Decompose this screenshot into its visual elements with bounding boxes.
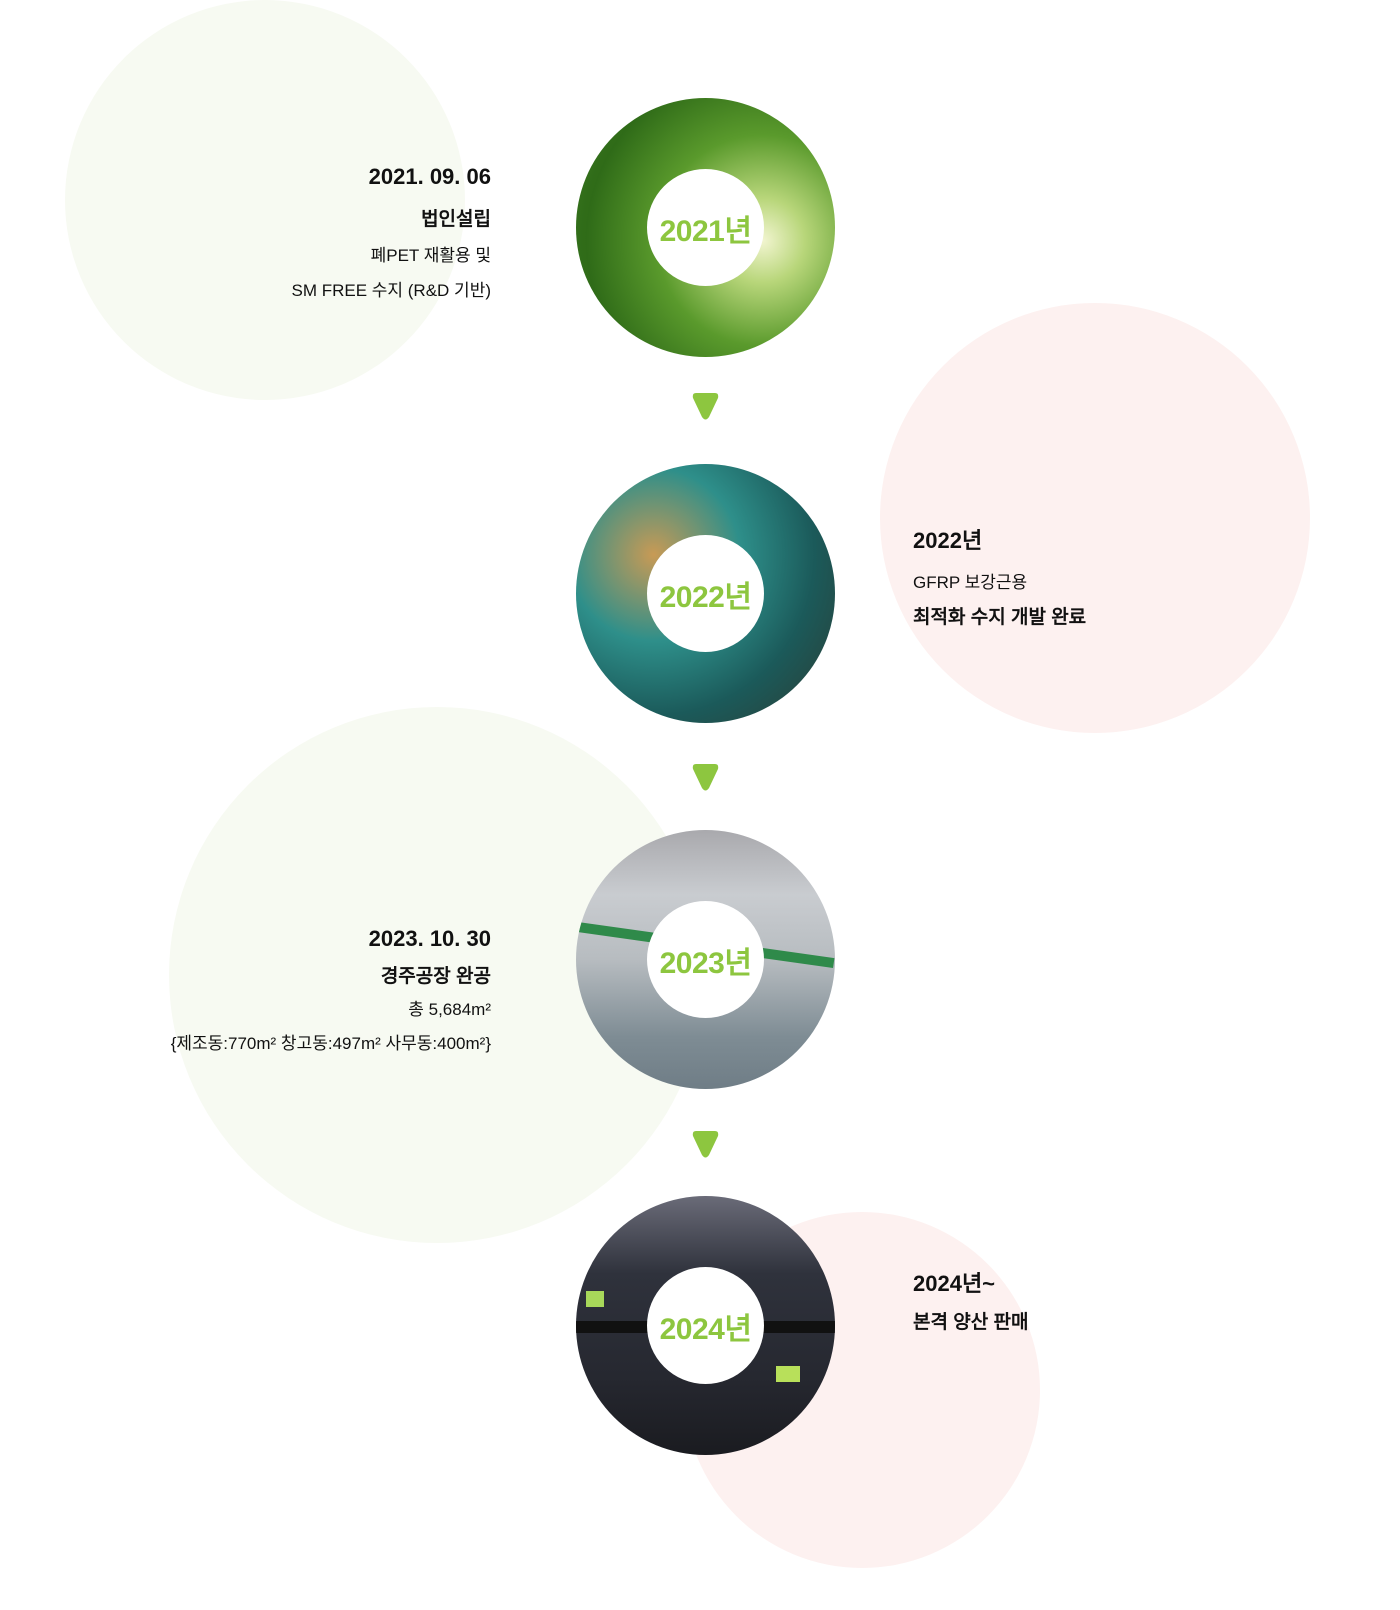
entry-line: 폐PET 재활용 및 xyxy=(370,246,491,265)
year-ring-2021: 2021년 xyxy=(576,98,835,357)
entry-date: 2023. 10. 30 xyxy=(368,926,491,951)
entry-title: 법인설립 xyxy=(421,209,491,230)
decorative-circle xyxy=(65,0,465,400)
entry-line: GFRP 보강근용 xyxy=(913,573,1028,592)
year-badge: 2021년 xyxy=(659,214,752,248)
down-arrow-icon xyxy=(692,1131,719,1158)
down-arrow-icon xyxy=(692,764,719,791)
entry-line: 총 5,684m² xyxy=(408,1000,491,1019)
year-badge: 2023년 xyxy=(659,946,752,980)
year-ring-2024: 2024년 xyxy=(576,1196,835,1455)
year-badge: 2024년 xyxy=(659,1312,752,1346)
entry-2021: 2021. 09. 06 법인설립 폐PET 재활용 및 SM FREE 수지 … xyxy=(291,164,491,300)
decorative-circle xyxy=(880,303,1310,733)
entry-title: 본격 양산 판매 xyxy=(913,1312,1029,1333)
entry-line: SM FREE 수지 (R&D 기반) xyxy=(291,281,491,300)
entry-date: 2021. 09. 06 xyxy=(368,164,491,189)
entry-title: 최적화 수지 개발 완료 xyxy=(913,607,1087,628)
entry-line: {제조동:770m² 창고동:497m² 사무동:400m²} xyxy=(170,1034,491,1053)
entry-2022: 2022년 GFRP 보강근용 최적화 수지 개발 완료 xyxy=(913,528,1087,628)
year-ring-2022: 2022년 xyxy=(576,464,835,723)
entry-date: 2022년 xyxy=(913,528,983,553)
entry-date: 2024년~ xyxy=(913,1271,996,1296)
entry-2023: 2023. 10. 30 경주공장 완공 총 5,684m² {제조동:770m… xyxy=(170,926,491,1053)
down-arrow-icon xyxy=(692,393,719,420)
year-badge: 2022년 xyxy=(659,580,752,614)
entry-title: 경주공장 완공 xyxy=(380,966,491,987)
entry-2024: 2024년~ 본격 양산 판매 xyxy=(913,1271,1029,1333)
year-ring-2023: 2023년 xyxy=(576,830,835,1089)
